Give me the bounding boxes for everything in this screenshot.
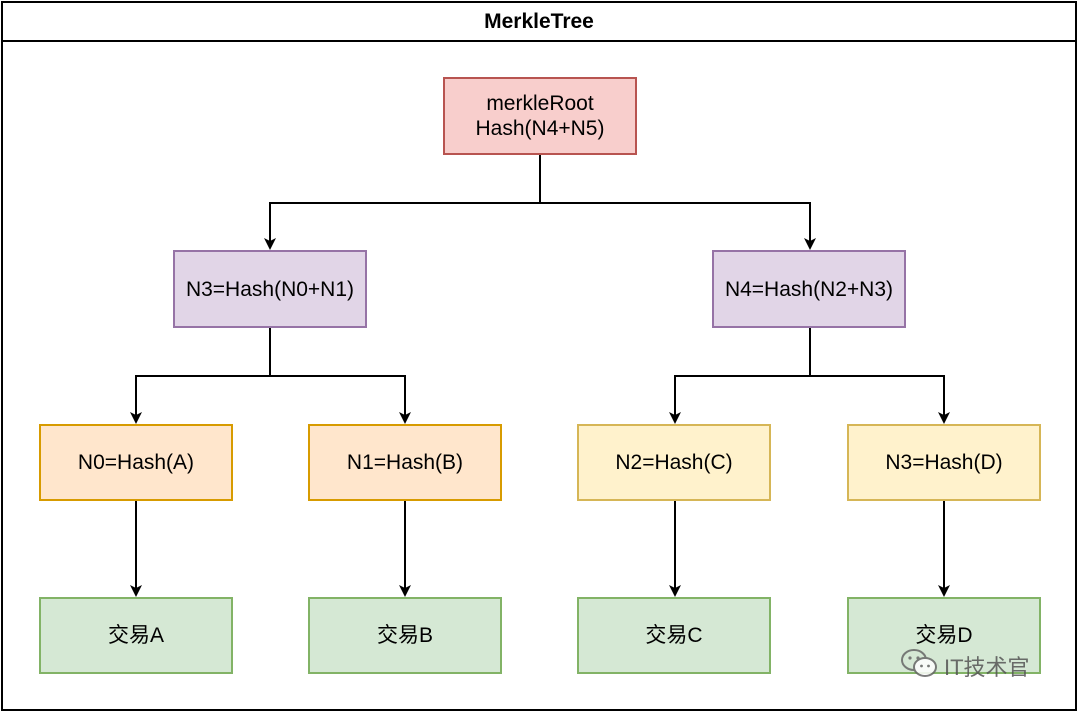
edge-n4-n3r — [809, 328, 950, 424]
hash-node-n3-left: N3=Hash(N0+N1) — [173, 250, 367, 328]
watermark-text: IT技术官 — [944, 655, 1030, 680]
edge-n4-n2 — [669, 328, 811, 424]
merkle-root-node: merkleRoot Hash(N4+N5) — [443, 77, 637, 155]
edge-root-n4 — [539, 155, 816, 250]
transaction-node-c: 交易C — [577, 597, 771, 674]
transaction-node-a: 交易A — [39, 597, 233, 674]
transaction-node-d: 交易D — [847, 597, 1041, 674]
edge-n3-n1 — [269, 328, 411, 424]
diagram-title: MerkleTree — [3, 3, 1075, 42]
transaction-node-b: 交易B — [308, 597, 502, 674]
wechat-icon — [900, 648, 938, 684]
hash-node-n1: N1=Hash(B) — [308, 424, 502, 501]
watermark: IT技术官 — [900, 648, 1030, 684]
hash-node-n3-right: N3=Hash(D) — [847, 424, 1041, 501]
hash-node-n0: N0=Hash(A) — [39, 424, 233, 501]
edge-root-n3 — [264, 155, 541, 250]
hash-node-n4: N4=Hash(N2+N3) — [712, 250, 906, 328]
edge-n3-n0 — [130, 328, 271, 424]
hash-node-n2: N2=Hash(C) — [577, 424, 771, 501]
